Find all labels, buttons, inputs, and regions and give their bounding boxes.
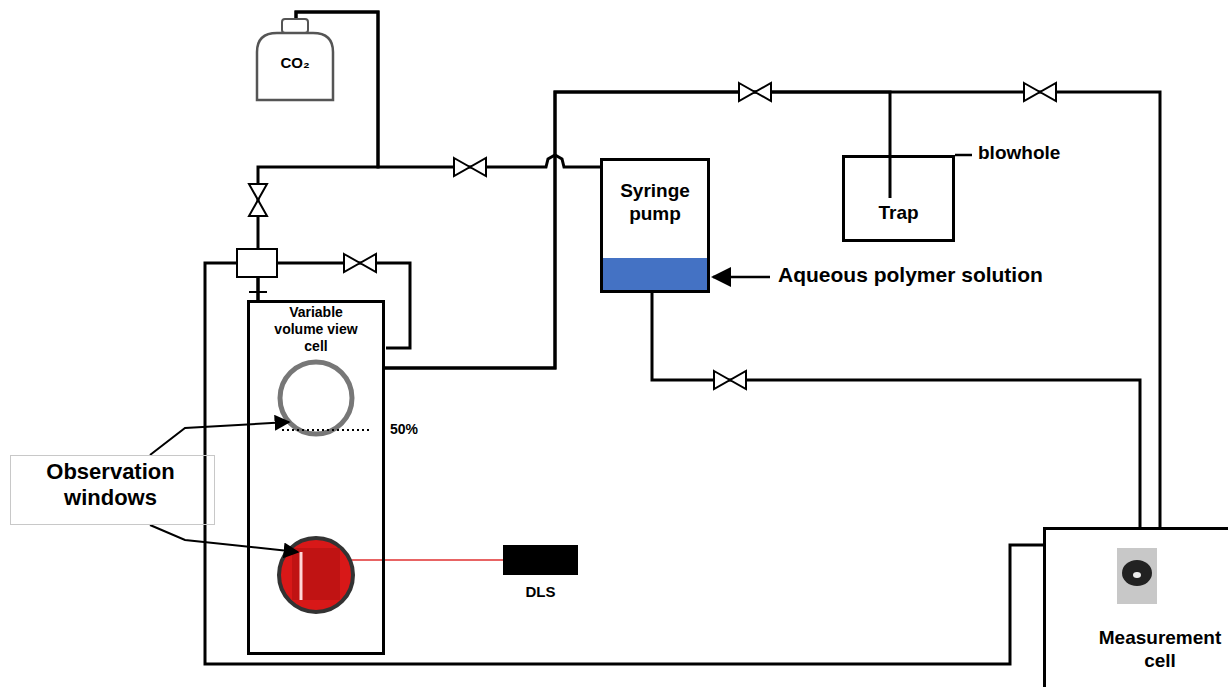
polymer-solution [601, 258, 709, 292]
valve-symbol [714, 371, 746, 389]
valve-symbol [454, 158, 486, 176]
pump-box: Syringe pump [600, 158, 710, 293]
dip-tube [889, 155, 892, 198]
measurement-cell: Measurement cell [1043, 527, 1228, 687]
cylinder-cap [282, 19, 308, 33]
dls-detector: DLS [503, 545, 578, 575]
level-label: 50% [390, 421, 418, 438]
three-way-valve [237, 249, 277, 277]
laser-beam [352, 559, 503, 561]
node-text: Observation windows [26, 459, 196, 512]
leader-line [150, 525, 298, 552]
droplet-highlight [1133, 572, 1141, 578]
valve-handle [249, 291, 267, 293]
valve-symbol [344, 254, 376, 272]
valve-symbol [249, 184, 267, 216]
pipe-line [385, 92, 1160, 527]
leader-line [150, 422, 289, 455]
solution-label: Aqueous polymer solution [778, 262, 1043, 287]
valve-symbol [1024, 83, 1056, 101]
node-text: Measurement cell [1090, 627, 1228, 673]
trap-box: Trap [842, 155, 955, 242]
droplet-image [1117, 548, 1157, 604]
level-mark [282, 429, 372, 431]
pipe-line [385, 92, 890, 368]
vent-line [955, 154, 972, 157]
window-lower [279, 538, 353, 612]
valve-symbol [739, 83, 771, 101]
pipe-line [652, 293, 1140, 527]
pointer-arrow [713, 276, 770, 279]
callout-box: Observation windows [10, 455, 215, 525]
valve-stem [257, 277, 259, 292]
gas-cylinder: CO₂ [255, 18, 341, 102]
node-text: CO₂ [255, 54, 335, 72]
node-text: DLS [501, 583, 581, 601]
view-cell: Variable volume view cell [247, 300, 385, 655]
window-upper [280, 362, 352, 434]
vent-label: blowhole [978, 142, 1060, 165]
node-text: Syringe pump [609, 180, 701, 226]
node-text: Variable volume view cell [269, 304, 364, 354]
droplet [1122, 560, 1152, 586]
pipe-line [205, 263, 1043, 664]
node-text: Trap [849, 202, 949, 225]
cell-interior [292, 548, 340, 600]
light-streak [300, 552, 303, 600]
